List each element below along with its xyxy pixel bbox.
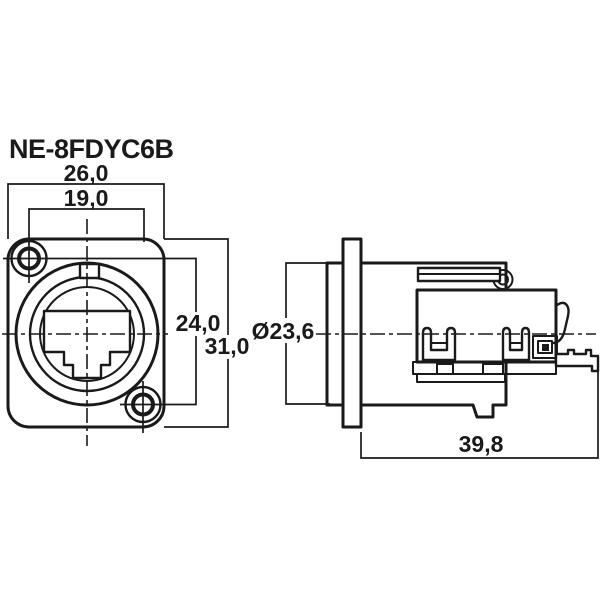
- dim-19-bracket: [28, 208, 145, 283]
- rj45-opening: [42, 309, 132, 380]
- part-number-title: NE-8FDYC6B: [9, 134, 174, 164]
- dim-24-label-bg: [174, 312, 222, 336]
- spring-clip: [551, 301, 570, 345]
- dim-31-lines: [164, 238, 229, 428]
- contact-clip-right: [501, 326, 531, 362]
- dim-hole-spacing-v-label: 24,0: [176, 310, 221, 336]
- dimension-labels: NE-8FDYC6B 26,0 19,0 24,0 31,0 Ø23,6 39,…: [9, 134, 504, 457]
- dim-hole-spacing-h-label: 19,0: [64, 185, 109, 211]
- front-view: [6, 237, 166, 429]
- dim-26-bracket: [7, 183, 165, 239]
- dim-31-label-bg: [203, 335, 251, 359]
- rear-terminal: [554, 348, 600, 373]
- dim-mounting-depth-label: 39,8: [459, 431, 504, 457]
- dimension-lines: [2, 183, 599, 459]
- contact-box: [532, 335, 558, 359]
- dim-flange-height-label: 31,0: [205, 333, 250, 359]
- dim-39-8-lines: [360, 372, 599, 459]
- contact-clip-left: [421, 326, 457, 362]
- flange-plate-side: [341, 237, 363, 429]
- side-view: [325, 237, 600, 429]
- dim-diameter-label-bg: [251, 318, 315, 343]
- dim-flange-width-label: 26,0: [64, 160, 109, 186]
- dim-barrel-diameter-label: Ø23,6: [252, 318, 315, 344]
- carrier-lower-step: [416, 373, 506, 383]
- keyway-tab: [78, 262, 101, 280]
